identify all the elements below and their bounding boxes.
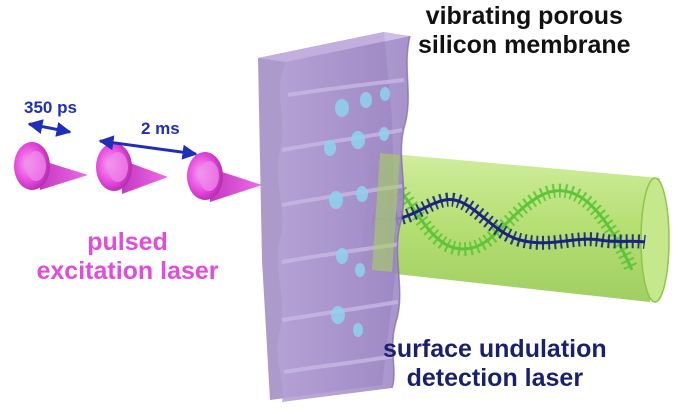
pulse-width-arrow bbox=[29, 124, 70, 132]
detection-label: surface undulation detection laser bbox=[383, 335, 607, 393]
membrane-label-line1: vibrating porous bbox=[418, 2, 631, 31]
membrane-label-line2: silicon membrane bbox=[418, 31, 631, 60]
excitation-pulse-2 bbox=[96, 143, 168, 194]
excitation-label: pulsed excitation laser bbox=[0, 228, 255, 286]
excitation-pulse-1 bbox=[14, 142, 88, 190]
detection-label-line1: surface undulation bbox=[383, 335, 607, 364]
excitation-pulse-3 bbox=[187, 152, 262, 202]
detection-beam bbox=[360, 152, 669, 302]
detection-label-line2: detection laser bbox=[383, 364, 607, 393]
excitation-label-line1: pulsed bbox=[0, 228, 255, 257]
pulse-spacing-label: 2 ms bbox=[141, 119, 180, 138]
pulse-width-label: 350 ps bbox=[24, 98, 77, 117]
membrane-label: vibrating porous silicon membrane bbox=[418, 2, 631, 60]
excitation-label-line2: excitation laser bbox=[0, 257, 255, 286]
